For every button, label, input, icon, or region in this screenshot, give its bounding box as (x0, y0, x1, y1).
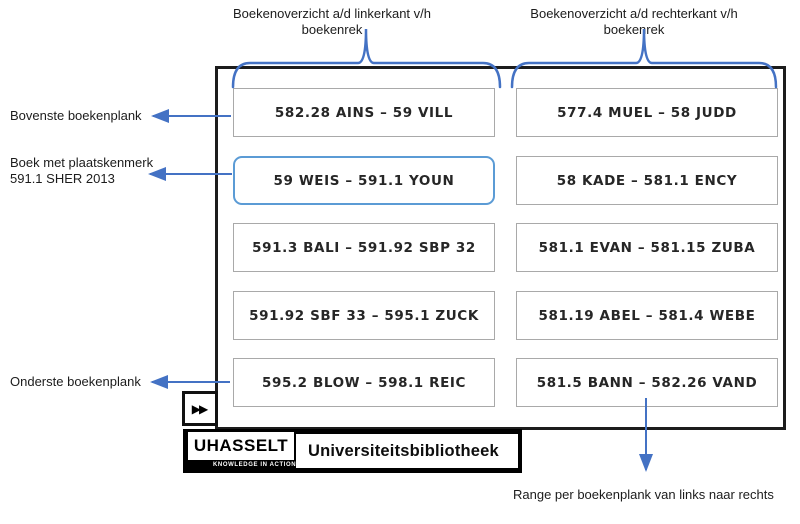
shelf-range-box-right-3[interactable]: 581.1 EVAN – 581.15 ZUBA (516, 223, 778, 272)
shelf-range-box-left-5[interactable]: 595.2 BLOW – 598.1 REIC (233, 358, 495, 407)
next-page-button[interactable]: ▶▶ (182, 391, 218, 426)
range-direction-label: Range per boekenplank van links naar rec… (513, 487, 774, 502)
fast-forward-icon: ▶▶ (191, 401, 209, 416)
uhasselt-brand-text: UHASSELT (193, 436, 289, 455)
library-name-box: Universiteitsbibliotheek (296, 434, 518, 468)
uhasselt-logo-box: UHASSELT (188, 432, 294, 460)
right-column-label: Boekenoverzicht a/d rechterkant v/h boek… (530, 6, 738, 37)
shelf-range-box-left-2-highlighted[interactable]: 59 WEIS – 591.1 YOUN (233, 156, 495, 205)
uhasselt-logo-bar: UHASSELT KNOWLEDGE IN ACTION Universitei… (183, 429, 522, 473)
library-name-text: Universiteitsbibliotheek (308, 441, 499, 460)
left-column-label: Boekenoverzicht a/d linkerkant v/h boeke… (233, 6, 431, 37)
bottom-shelf-label: Onderste boekenplank (10, 374, 141, 389)
shelf-range-box-left-3[interactable]: 591.3 BALI – 591.92 SBP 32 (233, 223, 495, 272)
uhasselt-tagline: KNOWLEDGE IN ACTION (213, 462, 297, 468)
shelf-range-box-right-5[interactable]: 581.5 BANN – 582.26 VAND (516, 358, 778, 407)
top-shelf-label: Bovenste boekenplank (10, 108, 142, 123)
book-callmark-label-line1: Boek met plaatskenmerk (10, 155, 154, 170)
shelf-range-box-right-2[interactable]: 58 KADE – 581.1 ENCY (516, 156, 778, 205)
shelf-range-box-right-1[interactable]: 577.4 MUEL – 58 JUDD (516, 88, 778, 137)
shelf-range-box-left-1[interactable]: 582.28 AINS – 59 VILL (233, 88, 495, 137)
book-callmark-label-line2: 591.1 SHER 2013 (10, 171, 115, 186)
book-callmark-label: Boek met plaatskenmerk 591.1 SHER 2013 (10, 155, 153, 187)
shelf-range-box-left-4[interactable]: 591.92 SBF 33 – 595.1 ZUCK (233, 291, 495, 340)
shelf-range-box-right-4[interactable]: 581.19 ABEL – 581.4 WEBE (516, 291, 778, 340)
